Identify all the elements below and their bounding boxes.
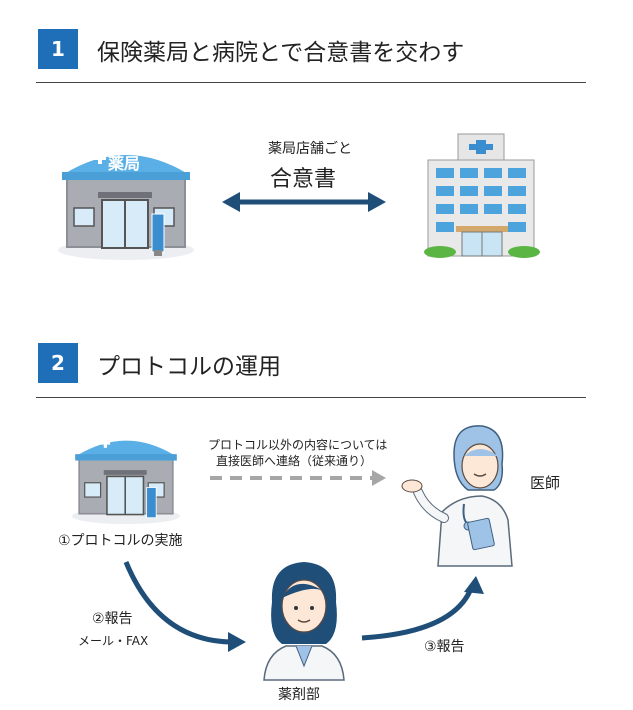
direct-note-line-2: 直接医師へ連絡（従来通り）	[216, 454, 373, 468]
pharmacy-small-icon	[72, 438, 180, 525]
step-2-sub: メール・FAX	[78, 634, 149, 648]
dashed-arrow	[210, 470, 386, 486]
agreement-caption: 薬局店舗ごと	[268, 141, 352, 157]
report-arrow-2	[361, 576, 484, 641]
step-3-label: ③報告	[424, 639, 465, 655]
section-1-title: 保険薬局と病院とで合意書を交わす	[97, 40, 465, 66]
section-1-divider	[36, 82, 586, 83]
section-2-title: プロトコルの運用	[97, 354, 281, 380]
section-2-divider	[36, 397, 586, 398]
bidirectional-arrow	[222, 192, 386, 212]
pharmacist-icon	[263, 562, 345, 681]
hospital-icon	[424, 133, 540, 258]
agreement-label: 合意書	[270, 167, 337, 192]
section-2-number: 2	[38, 343, 78, 383]
report-arrow-1	[123, 561, 246, 652]
pharmacy-icon: 薬局	[58, 152, 194, 260]
section-1-number: 1	[38, 29, 78, 69]
pharmacist-label: 薬剤部	[278, 687, 320, 703]
direct-note-line-1: プロトコル以外の内容については	[208, 438, 388, 452]
doctor-label: 医師	[530, 474, 561, 492]
step-1-label: ①プロトコルの実施	[58, 533, 183, 549]
doctor-icon	[401, 425, 513, 567]
step-2-label: ②報告	[92, 611, 133, 627]
pharmacy-sign-text: 薬局	[107, 154, 140, 173]
